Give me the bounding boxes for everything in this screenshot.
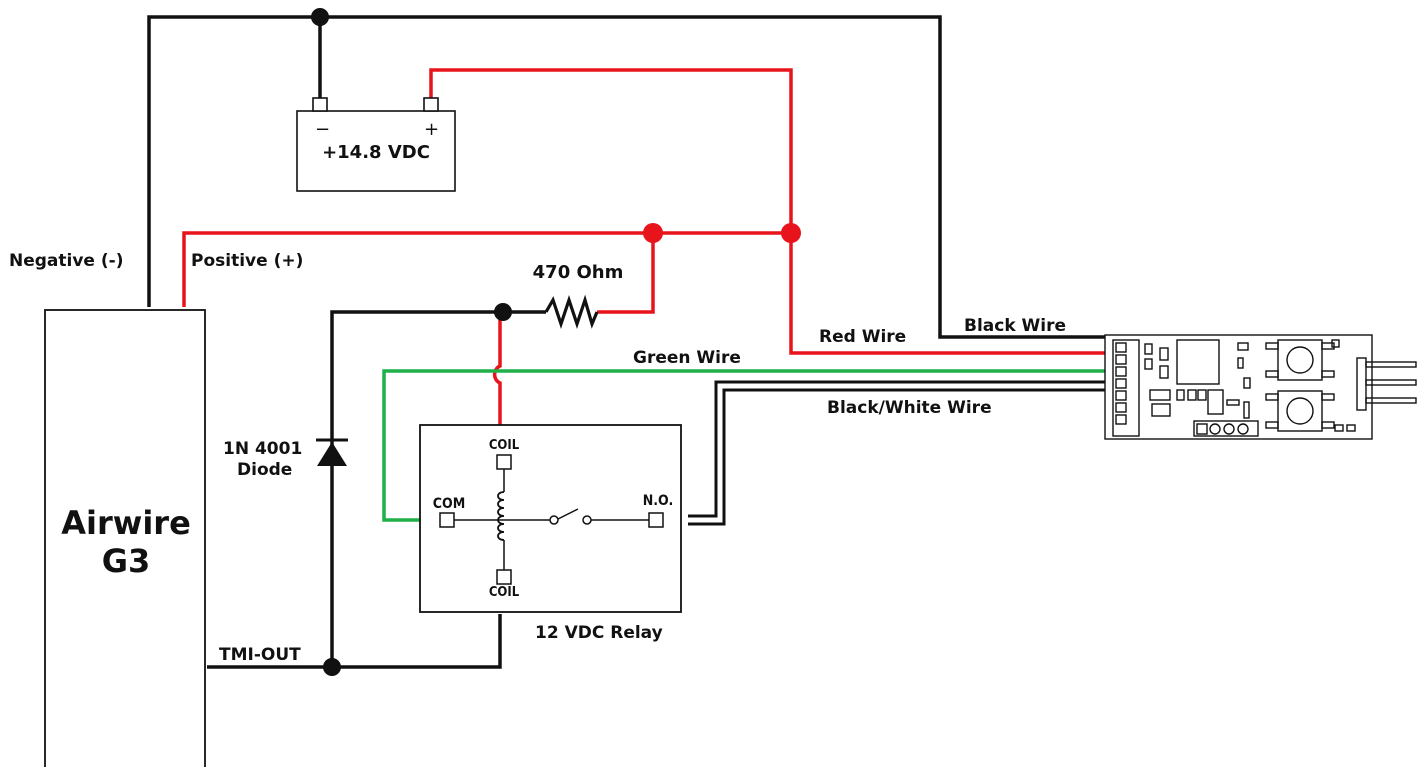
resistor-zigzag [544,294,599,330]
negative-label: Negative (-) [9,251,123,271]
airwire-label-line1: Airwire [61,504,191,542]
red-wire-label: Red Wire [819,327,906,347]
junction-dot-negative [311,8,329,26]
relay-label: 12 VDC Relay [535,623,663,643]
junction-dot-diode-resistor [494,303,512,321]
airwire-label-line2: G3 [102,542,151,580]
airwire-g3-box [44,309,206,767]
com-label: COM [433,496,465,512]
negative-wire [147,15,1105,339]
positive-bus-wire [182,231,791,307]
relay-coil-feed-wire [492,312,502,425]
black-white-wire [688,380,1105,526]
board-button-top [1277,339,1323,381]
switch-arm [557,508,579,520]
junction-dot-positive-1 [643,223,663,243]
coil-top-terminal [496,454,512,470]
switch-pivot [549,515,559,525]
tmi-out-label: TMI-OUT [219,645,301,665]
junction-dot-tmi-out [323,658,341,676]
diode-label-line2: Diode [237,460,292,480]
coil-top-label: COIL [489,438,520,453]
com-terminal [439,512,455,528]
diode-label-line1: 1N 4001 [223,439,302,459]
coil-winding [497,491,505,541]
green-wire-label: Green Wire [633,348,741,368]
battery-negative-terminal [312,97,328,112]
circuit-board [1104,334,1417,440]
battery-plus-sign: + [424,119,439,140]
resistor-right-lead [597,233,655,314]
black-wires [147,15,1105,669]
black-white-wire-label: Black/White Wire [827,398,992,418]
diode [316,438,348,466]
junctions [311,8,801,676]
battery-positive-wire [429,68,1105,355]
switch-contact [582,515,592,525]
no-terminal [648,512,664,528]
board-connector-block [1112,339,1140,437]
junction-dot-positive-2 [781,223,801,243]
resistor-label: 470 Ohm [533,262,624,283]
relay: COIL COIL COM N.O. [419,424,682,613]
battery-voltage-label: +14.8 VDC [322,142,430,163]
coil-bottom-label: COIL [489,585,520,600]
board-button-bottom [1277,390,1323,432]
board-header [1193,420,1259,437]
green-wire [382,369,1105,522]
tmi-out-wire [207,614,502,669]
board-connector-pins [1115,342,1127,425]
board-chip [1176,339,1220,385]
battery-body [296,110,456,192]
red-wires [182,68,1105,425]
positive-label: Positive (+) [191,251,303,271]
black-wire-label: Black Wire [964,316,1066,336]
diode-triangle [317,442,347,466]
no-label: N.O. [643,493,674,509]
battery-positive-terminal [423,97,439,112]
diode-wire-top [330,310,503,667]
battery: − + +14.8 VDC [296,97,456,192]
coil-bottom-terminal [496,569,512,585]
battery-minus-sign: − [315,119,330,140]
